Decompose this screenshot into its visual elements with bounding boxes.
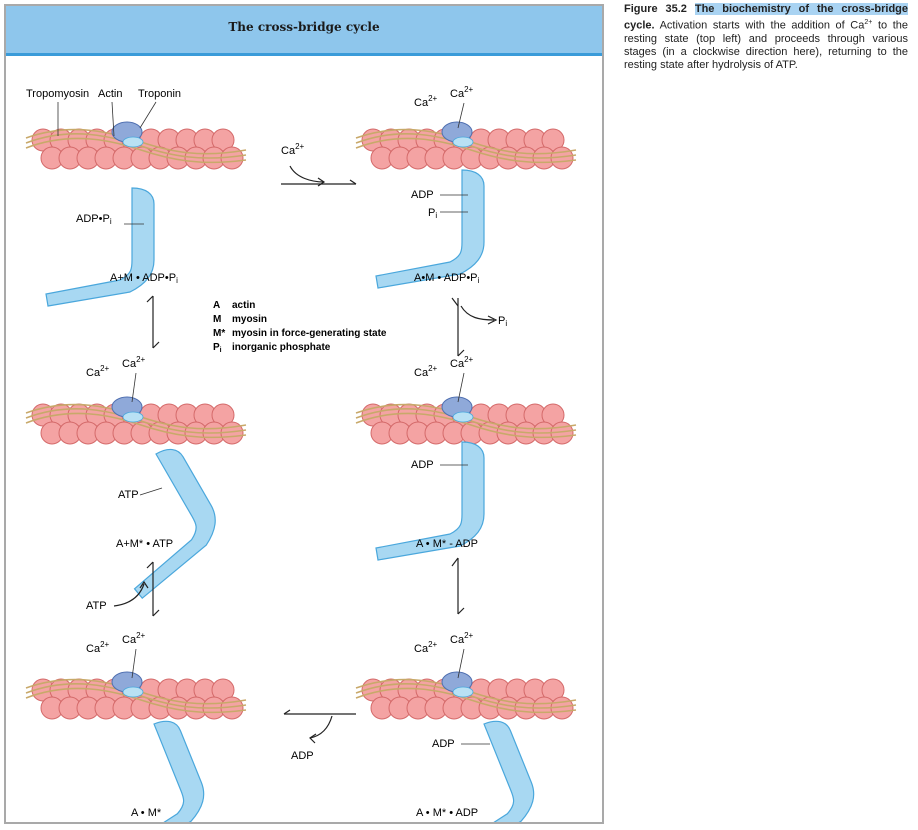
ca-pointer-2 bbox=[457, 102, 465, 129]
label-ca-4b: Ca2+ bbox=[450, 631, 474, 646]
caption-text-a: Activation starts with the addition of C… bbox=[659, 19, 865, 32]
troponin-pointer bbox=[139, 101, 157, 129]
panel-power-stroke: Ca2+ Ca2+ ADP A • M* • ADP bbox=[355, 631, 577, 822]
ca-pointer-4 bbox=[457, 648, 465, 679]
atp-pointer-6 bbox=[139, 487, 163, 496]
panel-ca-bound: Ca2+ Ca2+ ADP Pi A•M • ADP•Pi bbox=[355, 85, 577, 289]
label-ca-5a: Ca2+ bbox=[86, 640, 110, 655]
label-pi-2: Pi bbox=[428, 207, 437, 220]
label-ca-4a: Ca2+ bbox=[414, 640, 438, 655]
label-ca-6a: Ca2+ bbox=[86, 364, 110, 379]
ca-pointer-6 bbox=[131, 372, 137, 403]
label-adp-transition: ADP bbox=[291, 750, 314, 762]
label-tropomyosin: Tropomyosin bbox=[26, 88, 89, 100]
label-adp-2: ADP bbox=[411, 189, 434, 201]
label-adp-3: ADP bbox=[411, 459, 434, 471]
legend-sym-m: M bbox=[213, 314, 221, 325]
title-band: The cross-bridge cycle bbox=[6, 6, 602, 56]
legend-sym-mstar: M* bbox=[213, 328, 225, 339]
ca-pointer-3 bbox=[457, 372, 465, 403]
arrow-atp-binding bbox=[113, 561, 160, 617]
cross-bridge-diagram: Tropomyosin Actin Troponin ADP•Pi A+M • … bbox=[25, 85, 577, 822]
figure-title: The cross-bridge cycle bbox=[228, 20, 380, 34]
legend-desc-mstar: myosin in force-generating state bbox=[232, 328, 387, 339]
legend-sym-a: A bbox=[213, 300, 220, 311]
state-label-1: A+M • ADP•Pi bbox=[110, 272, 178, 285]
label-ca-6b: Ca2+ bbox=[122, 355, 146, 370]
label-ca-2b: Ca2+ bbox=[450, 85, 474, 100]
legend-desc-m: myosin bbox=[232, 314, 267, 325]
label-actin: Actin bbox=[98, 88, 122, 100]
actin-pointer bbox=[111, 101, 115, 137]
arrow-ca-binding bbox=[281, 165, 357, 187]
arrow-pi-release bbox=[451, 297, 498, 357]
caption-text-b: to the resting state (top left) and proc… bbox=[624, 19, 908, 71]
label-atp-6: ATP bbox=[118, 489, 139, 501]
label-adp-pi-1: ADP•Pi bbox=[76, 213, 112, 226]
label-atp-transition: ATP bbox=[86, 600, 107, 612]
state-label-2: A•M • ADP•Pi bbox=[414, 272, 480, 285]
figure-caption: Figure 35.2 The biochemistry of the cros… bbox=[624, 3, 908, 72]
state-label-6: A+M* • ATP bbox=[116, 538, 173, 550]
label-pi-transition: Pi bbox=[498, 315, 507, 328]
state-label-3: A • M* - ADP bbox=[416, 538, 478, 550]
legend-sym-pi: Pi bbox=[213, 342, 222, 354]
legend: A actin M myosin M* myosin in force-gene… bbox=[213, 300, 387, 354]
label-ca-3b: Ca2+ bbox=[450, 355, 474, 370]
label-ca-2a: Ca2+ bbox=[414, 94, 438, 109]
legend-desc-pi: inorganic phosphate bbox=[232, 342, 331, 353]
caption-bold-rest: cycle. bbox=[624, 19, 655, 32]
arrow-adp-release bbox=[283, 709, 356, 744]
figure-frame: The cross-bridge cycle bbox=[4, 4, 604, 824]
label-troponin: Troponin bbox=[138, 88, 181, 100]
label-ca-3a: Ca2+ bbox=[414, 364, 438, 379]
panel-resting: Tropomyosin Actin Troponin ADP•Pi A+M • … bbox=[25, 88, 247, 307]
state-label-5: A • M* bbox=[131, 807, 162, 819]
panel-rigor: Ca2+ Ca2+ A • M* bbox=[25, 631, 247, 822]
caption-number: Figure 35.2 bbox=[624, 3, 687, 15]
label-ca-transition: Ca2+ bbox=[281, 142, 305, 157]
ca-pointer-5 bbox=[131, 648, 137, 679]
arrow-power-stroke bbox=[451, 557, 465, 615]
caption-sup: 2+ bbox=[864, 19, 873, 26]
label-adp-4: ADP bbox=[432, 738, 455, 750]
state-label-4: A • M* • ADP bbox=[416, 807, 478, 819]
caption-highlight: The biochemistry of the cross-bridge bbox=[694, 3, 908, 15]
panel-atp-bound: Ca2+ Ca2+ ATP A+M* • ATP bbox=[25, 355, 247, 600]
panel-pi-released: Ca2+ Ca2+ ADP A • M* - ADP bbox=[355, 355, 577, 561]
legend-desc-a: actin bbox=[232, 300, 255, 311]
arrow-detachment bbox=[146, 295, 160, 349]
label-ca-5b: Ca2+ bbox=[122, 631, 146, 646]
